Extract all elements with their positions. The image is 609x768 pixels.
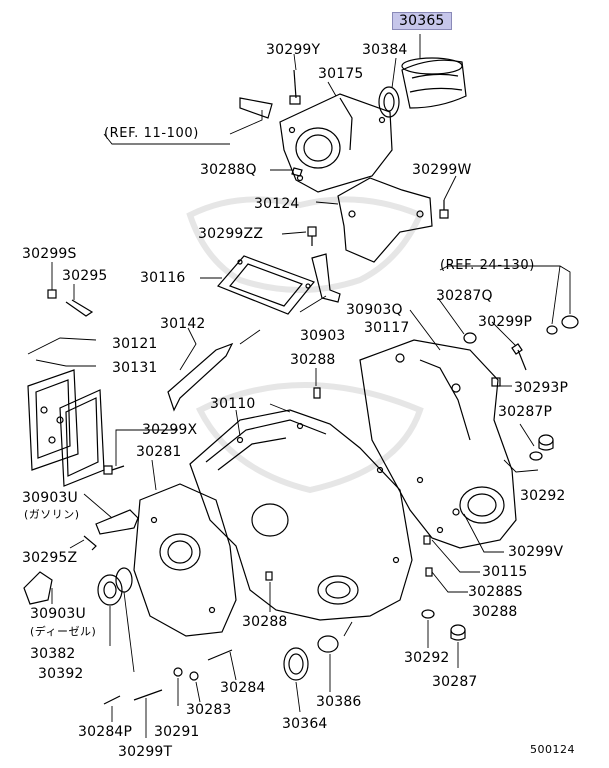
watermark-logo <box>186 196 424 494</box>
part-30299X-bolt <box>103 465 125 475</box>
label-30287[interactable]: 30287 <box>432 674 478 690</box>
label-30392[interactable]: 30392 <box>38 666 84 682</box>
label-30142[interactable]: 30142 <box>160 316 206 332</box>
part-30299T-bolt <box>133 689 163 701</box>
label-30287Q[interactable]: 30287Q <box>436 288 493 304</box>
label-30117[interactable]: 30117 <box>364 320 410 336</box>
label-30299V[interactable]: 30299V <box>508 544 564 560</box>
label-30121[interactable]: 30121 <box>112 336 158 352</box>
part-30299ZZ-bolt <box>307 226 317 246</box>
note-diesel: (ディーゼル) <box>30 625 97 638</box>
leader-lines <box>27 34 571 738</box>
part-30287Q-plug <box>463 332 477 344</box>
label-30295[interactable]: 30295 <box>62 268 108 284</box>
part-30131-gasket <box>59 389 105 487</box>
part-30299S-bolt <box>47 289 57 299</box>
part-30292-washer <box>529 451 543 461</box>
part-30386-ring <box>317 635 339 653</box>
label-30295Z[interactable]: 30295Z <box>22 550 78 566</box>
part-30903U-gasoline-bracket <box>95 509 139 535</box>
label-30903U-gasoline[interactable]: 30903U <box>22 490 78 506</box>
label-30903[interactable]: 30903 <box>300 328 346 344</box>
label-30283[interactable]: 30283 <box>186 702 232 718</box>
ref-plate <box>239 97 273 119</box>
part-30299W-bolt <box>439 200 449 219</box>
part-30121-cover <box>27 369 79 471</box>
part-30287P-plug <box>538 434 554 451</box>
label-30299T[interactable]: 30299T <box>118 744 173 760</box>
label-30288-upper[interactable]: 30288 <box>290 352 336 368</box>
label-30284P[interactable]: 30284P <box>78 724 133 740</box>
ref-24-130[interactable]: (REF. 24-130) <box>440 258 535 273</box>
part-30291-washer <box>173 667 183 677</box>
ref-24-130-parts <box>546 315 579 335</box>
part-30288S-pin <box>425 567 433 577</box>
label-30903U-diesel[interactable]: 30903U <box>30 606 86 622</box>
label-30124[interactable]: 30124 <box>254 196 300 212</box>
part-30110-case <box>189 409 413 621</box>
part-30142-lever <box>167 342 234 412</box>
part-30288Q-pin <box>291 167 303 177</box>
label-30288-right[interactable]: 30288 <box>472 604 518 620</box>
part-30283-nut <box>189 671 199 681</box>
part-30384-seal <box>378 86 400 118</box>
label-30284[interactable]: 30284 <box>220 680 266 696</box>
label-30299S[interactable]: 30299S <box>22 246 77 262</box>
note-gasoline: (ガソリン) <box>24 508 80 521</box>
label-30903Q[interactable]: 30903Q <box>346 302 403 318</box>
part-30299P-bolt <box>511 343 527 371</box>
label-30382[interactable]: 30382 <box>30 646 76 662</box>
part-30292-lower-washer <box>421 609 435 619</box>
label-30288-lower[interactable]: 30288 <box>242 614 288 630</box>
label-30131[interactable]: 30131 <box>112 360 158 376</box>
part-30293P-plug <box>491 377 501 387</box>
part-30117-case <box>359 339 517 549</box>
part-30295-clip <box>65 299 94 317</box>
label-30288Q[interactable]: 30288Q <box>200 162 257 178</box>
label-30110[interactable]: 30110 <box>210 396 256 412</box>
label-30281[interactable]: 30281 <box>136 444 182 460</box>
part-30116-cover <box>216 255 315 315</box>
label-30299P[interactable]: 30299P <box>478 314 533 330</box>
part-30364-seal <box>283 647 309 681</box>
part-30299Y-bolt <box>289 69 301 105</box>
label-30293P[interactable]: 30293P <box>514 380 569 396</box>
part-30299V-bolt <box>452 508 460 516</box>
label-30292-lower[interactable]: 30292 <box>404 650 450 666</box>
ref-11-100[interactable]: (REF. 11-100) <box>104 126 199 141</box>
label-30299W[interactable]: 30299W <box>412 162 472 178</box>
part-30288-dowel <box>313 387 321 399</box>
label-30288S[interactable]: 30288S <box>468 584 523 600</box>
label-30291[interactable]: 30291 <box>154 724 200 740</box>
label-30364[interactable]: 30364 <box>282 716 328 732</box>
part-30365-boot <box>401 57 467 109</box>
part-30903-bracket <box>311 253 341 303</box>
part-30903U-diesel-bracket <box>23 571 53 605</box>
label-30287P[interactable]: 30287P <box>498 404 553 420</box>
label-30292-upper[interactable]: 30292 <box>520 488 566 504</box>
diagram-id: 500124 <box>530 743 575 756</box>
part-30284P-stud <box>103 695 121 705</box>
label-30299Y[interactable]: 30299Y <box>266 42 321 58</box>
part-30115-pin <box>423 535 431 545</box>
label-30116[interactable]: 30116 <box>140 270 186 286</box>
label-30386[interactable]: 30386 <box>316 694 362 710</box>
part-30295Z-clip <box>83 535 97 551</box>
part-30288-lower-pin <box>265 571 273 581</box>
label-30115[interactable]: 30115 <box>482 564 528 580</box>
part-30124-bracket <box>337 177 433 263</box>
label-30365[interactable]: 30365 <box>392 12 452 30</box>
part-30287-lower-plug <box>450 624 466 641</box>
part-30382-seal <box>97 574 123 606</box>
label-30175[interactable]: 30175 <box>318 66 364 82</box>
label-30299ZZ[interactable]: 30299ZZ <box>198 226 264 242</box>
part-30175-adapter <box>279 93 393 193</box>
label-30299X[interactable]: 30299X <box>142 422 198 438</box>
part-30281-housing <box>133 483 237 637</box>
label-30384[interactable]: 30384 <box>362 42 408 58</box>
part-30284-stud <box>207 649 233 661</box>
